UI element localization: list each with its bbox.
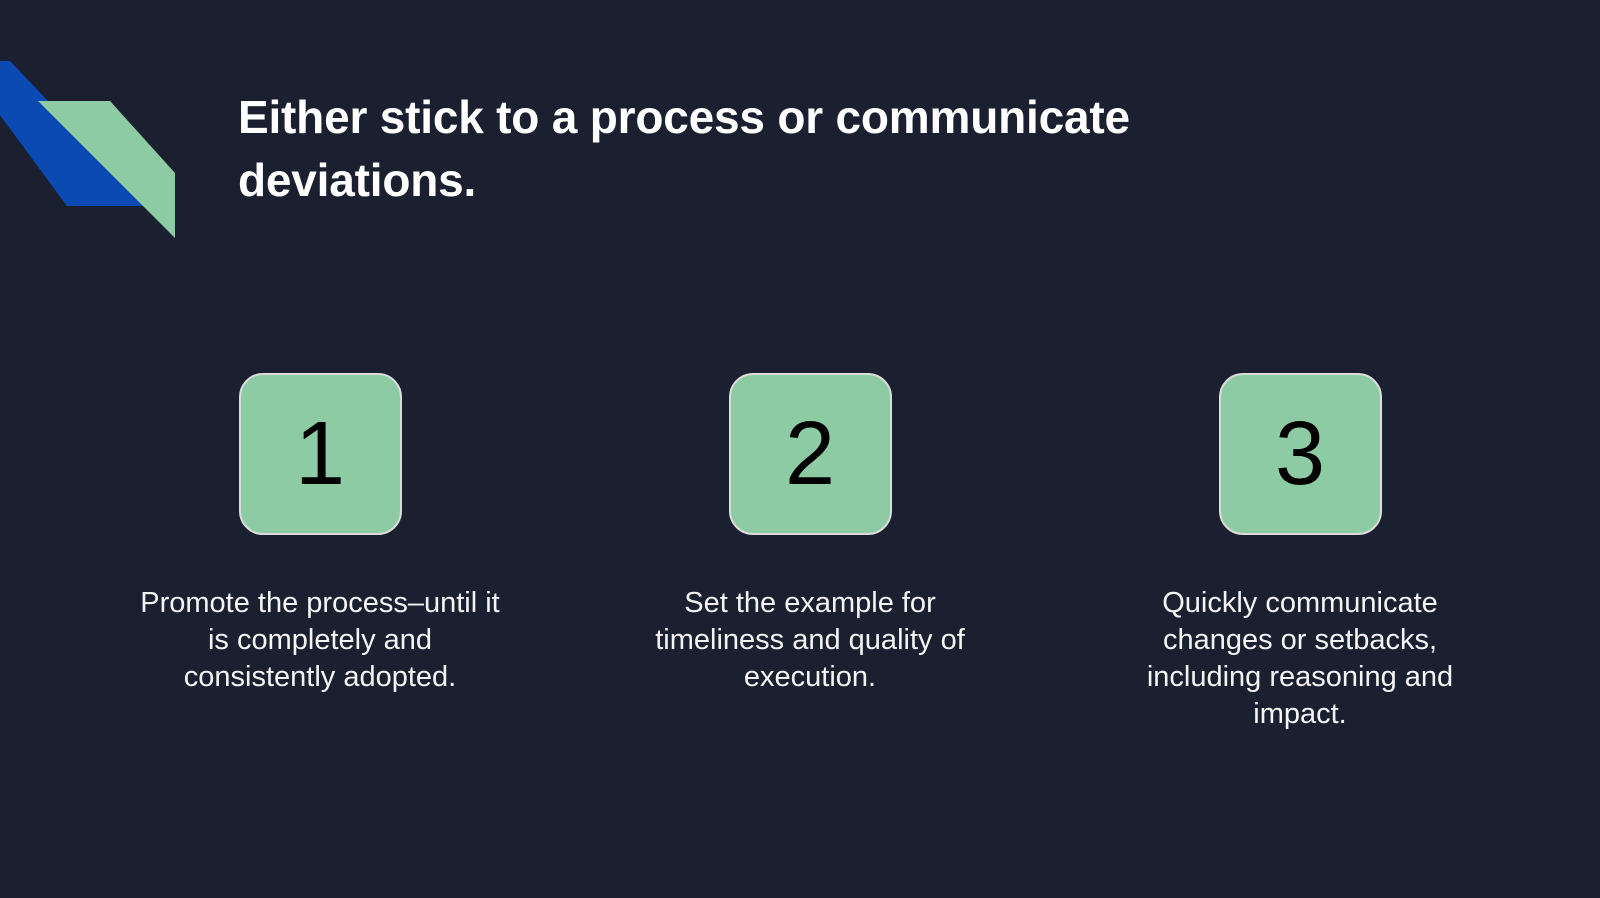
step-caption-3: Quickly communicate changes or setbacks,… [1146,587,1454,731]
page-title: Either stick to a process or communicate… [238,91,1130,207]
step-badge-1: 1 [238,373,402,535]
step-column-3: 3 Quickly communicate changes or setback… [1090,373,1510,733]
step-column-2: 2 Set the example for timeliness and qua… [600,373,1020,696]
logo-blue-parallelogram [0,61,148,206]
logo-green-parallelogram [38,101,175,238]
step-badge-3: 3 [1218,373,1382,535]
steps-container: 1 Promote the process–until it is comple… [110,373,1510,733]
step-badge-2: 2 [728,373,892,535]
step-caption-2: Set the example for timeliness and quali… [655,587,965,694]
brand-logo [0,61,175,238]
step-caption-1: Promote the process–until it is complete… [140,587,500,694]
step-column-1: 1 Promote the process–until it is comple… [110,373,530,696]
